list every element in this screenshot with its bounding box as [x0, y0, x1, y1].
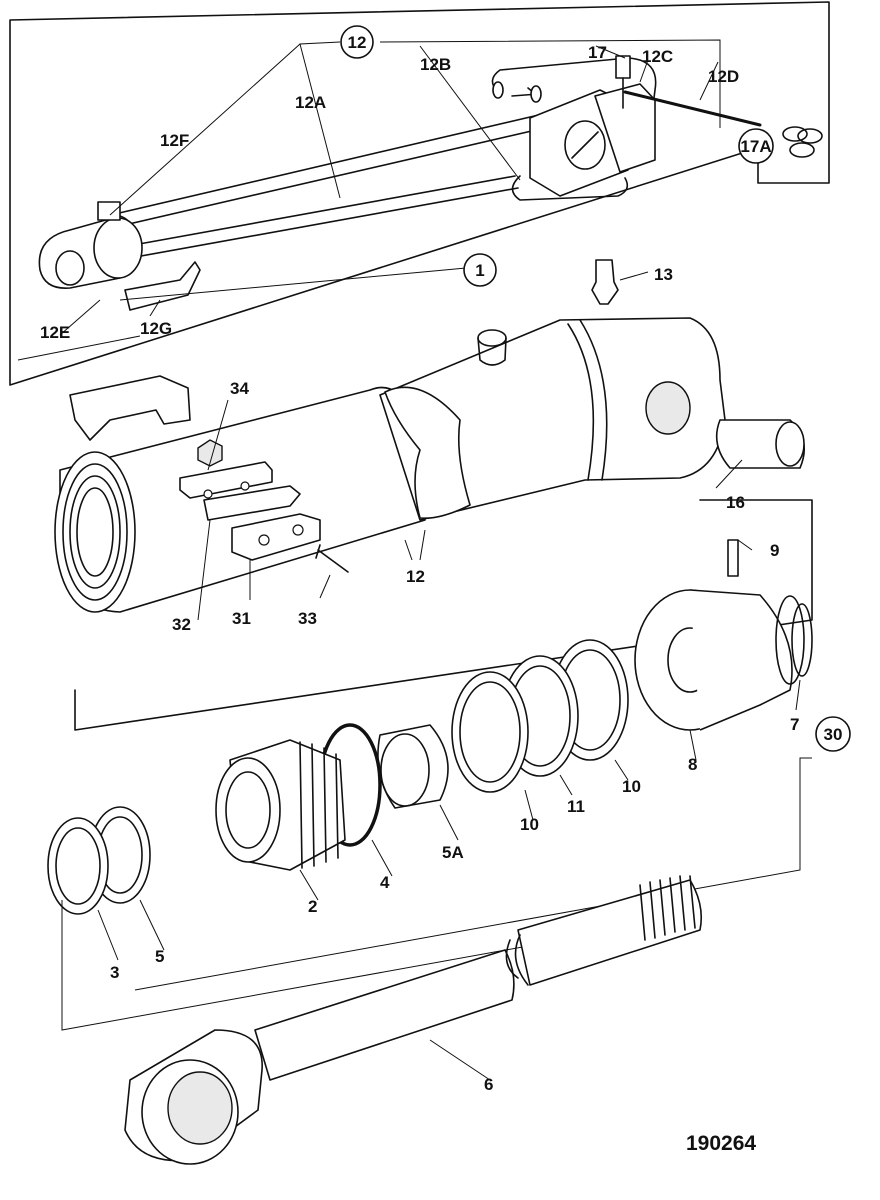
drawing-reference: 190264 [686, 1132, 756, 1155]
wiper-3 [47, 817, 109, 915]
callout-31: 31 [232, 609, 251, 628]
callout-32: 32 [172, 615, 191, 634]
hose-kit-inset [9, 1, 830, 386]
callout-7: 7 [790, 715, 799, 734]
callout-circle-1 [463, 253, 497, 287]
pipe-12f [127, 175, 519, 259]
tab-12f [97, 201, 121, 221]
callout-12f: 12F [160, 131, 189, 150]
pipe-12b [511, 175, 629, 201]
callout-33: 33 [298, 609, 317, 628]
gland-group [47, 539, 813, 1031]
callout-4: 4 [380, 873, 390, 892]
callout-17: 17 [588, 43, 607, 62]
callout-5: 5 [155, 947, 164, 966]
callout-10b: 10 [622, 777, 641, 796]
callout-11: 11 [567, 797, 585, 816]
callout-2: 2 [308, 897, 317, 916]
callout-labels: 12 12A 12B 17 12C 12D 17A 12F 12E 12G 1 … [40, 25, 851, 1094]
callout-5a: 5A [442, 843, 464, 862]
callout-12e: 12E [40, 323, 70, 342]
inset-frame [9, 1, 830, 386]
callout-12a: 12A [295, 93, 326, 112]
callout-16: 16 [726, 493, 745, 512]
callout-12: 12 [348, 33, 367, 52]
callout-10a: 10 [520, 815, 539, 834]
pin-9 [727, 539, 739, 577]
pipe-12a [114, 109, 563, 227]
callout-13: 13 [654, 265, 673, 284]
callout-17a: 17A [740, 137, 771, 156]
callout-8: 8 [688, 755, 697, 774]
group-frame [74, 499, 813, 731]
bolt-17 [615, 55, 631, 79]
callout-30: 30 [824, 725, 843, 744]
callout-6: 6 [484, 1075, 493, 1094]
piston-rod-6 [124, 875, 703, 1165]
callout-12-barrel: 12 [406, 567, 425, 586]
clamp-12g [124, 261, 201, 311]
callout-12b: 12B [420, 55, 451, 74]
ring-10a [451, 671, 529, 793]
callout-34: 34 [230, 379, 249, 398]
callout-circle-17a [738, 128, 774, 164]
callout-12d: 12D [708, 67, 739, 86]
nut-34 [197, 439, 223, 467]
cylinder-barrel [54, 259, 806, 621]
callout-9: 9 [770, 541, 779, 560]
barrel-bracket [69, 375, 191, 441]
grease-nipple-13 [591, 259, 619, 305]
callout-1: 1 [475, 261, 484, 280]
callout-3: 3 [110, 963, 119, 982]
clamp-plate-32 [179, 461, 273, 499]
barrel-break [384, 386, 471, 520]
callout-12g: 12G [140, 319, 172, 338]
seal-7 [791, 603, 813, 677]
callout-circle-30 [815, 716, 851, 752]
screw-33 [315, 544, 349, 573]
callout-12c: 12C [642, 47, 673, 66]
callout-circle-12 [340, 25, 374, 59]
barrel-bore [54, 451, 136, 613]
